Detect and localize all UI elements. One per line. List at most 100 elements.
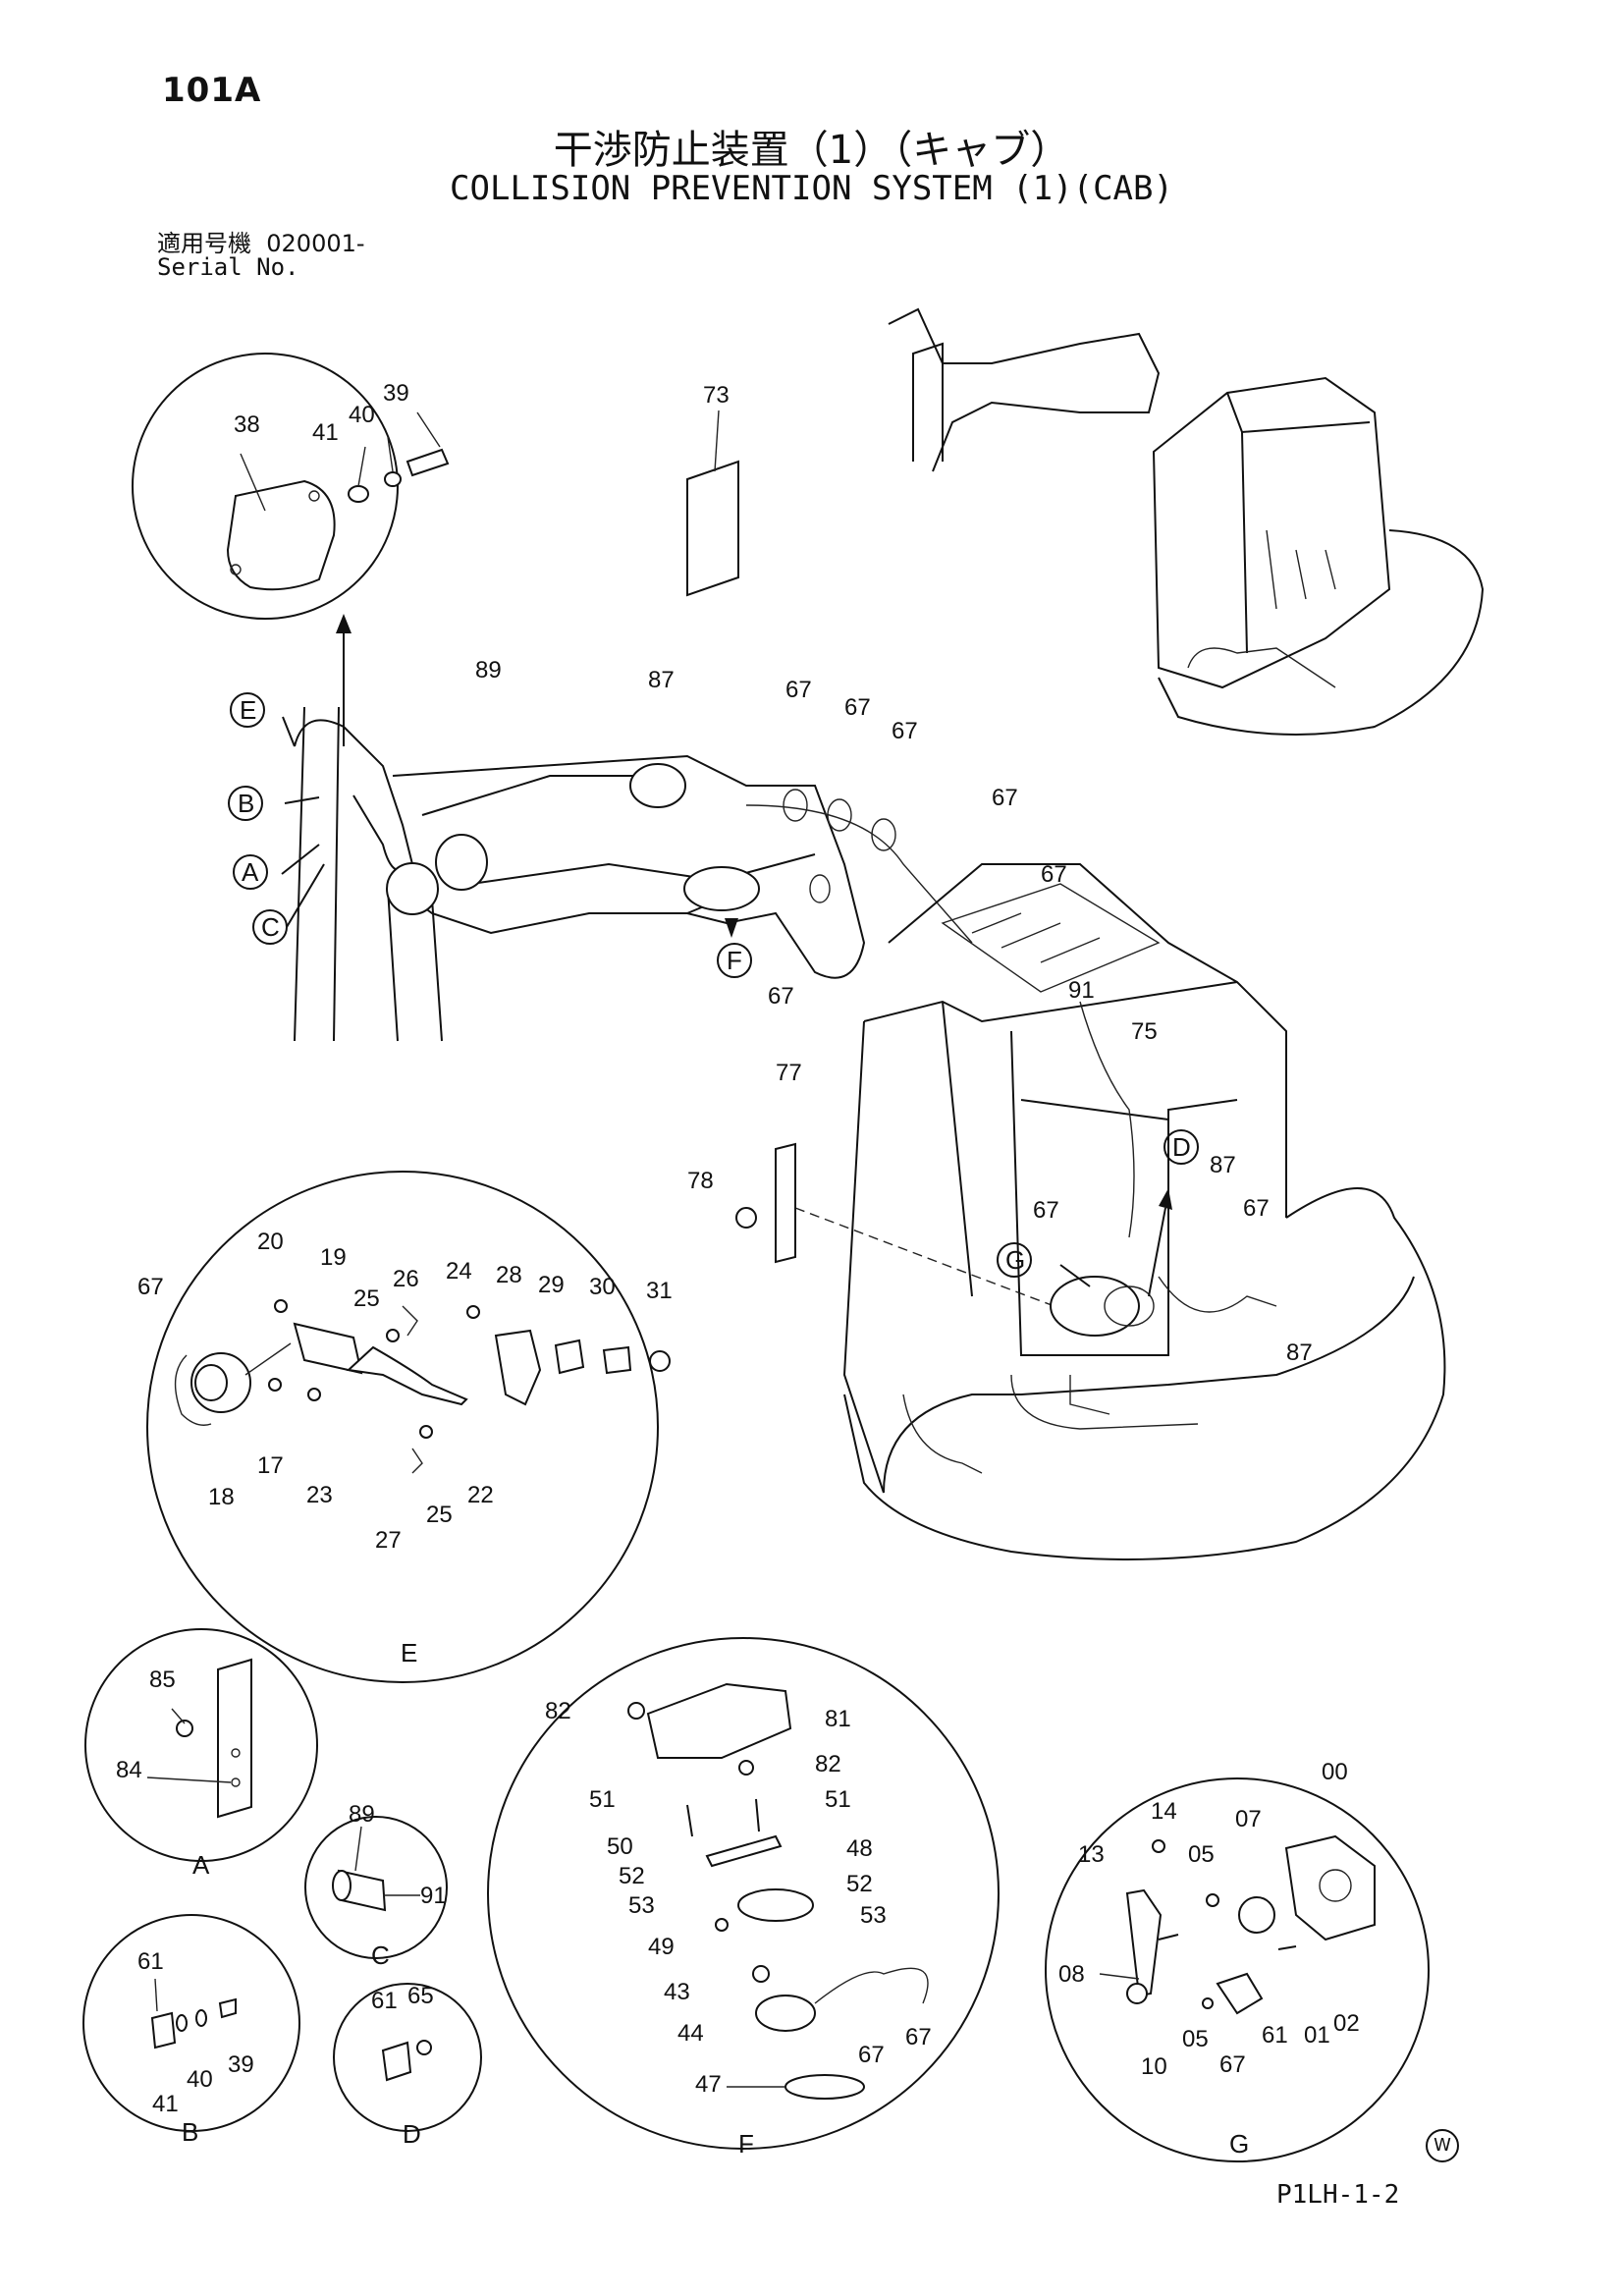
svg-text:20: 20: [257, 1229, 284, 1255]
svg-text:53: 53: [860, 1902, 887, 1929]
callout-91: 91: [1068, 977, 1095, 1004]
svg-text:28: 28: [496, 1262, 522, 1288]
view-G-circle: [1045, 1777, 1430, 2162]
callout-67: 67: [785, 677, 812, 703]
callout-87: 87: [1286, 1339, 1313, 1366]
view-label-E: E: [401, 1638, 417, 1667]
svg-text:13: 13: [1078, 1841, 1105, 1868]
svg-text:F: F: [727, 946, 742, 975]
serial-value: 020001-: [266, 230, 365, 257]
drawing-code: P1LH-1-2: [1276, 2180, 1400, 2210]
callout-87: 87: [648, 667, 675, 693]
callout-67: 67: [892, 718, 918, 744]
svg-text:B: B: [238, 789, 254, 818]
view-label-A: A: [192, 1850, 210, 1880]
svg-text:17: 17: [257, 1452, 284, 1479]
svg-text:50: 50: [607, 1833, 633, 1860]
svg-text:82: 82: [545, 1698, 571, 1724]
callout-78: 78: [687, 1168, 714, 1194]
svg-text:E: E: [240, 695, 256, 725]
callout-67: 67: [1041, 861, 1067, 888]
view-F-callouts: 82 81 82 51 51 50 48 52 52 53 53 49 43 4…: [545, 1698, 932, 2159]
svg-text:61: 61: [137, 1948, 164, 1975]
serial-label-jp: 適用号機: [157, 230, 251, 257]
callout-41: 41: [312, 419, 339, 446]
view-markers: E B A C F D G: [228, 692, 1199, 1278]
view-D-circle: 61 65 D: [333, 1983, 482, 2149]
view-label-C: C: [371, 1941, 390, 1970]
view-marker-A: A: [233, 854, 268, 890]
svg-text:91: 91: [420, 1883, 447, 1909]
svg-text:10: 10: [1141, 2053, 1167, 2080]
view-marker-C: C: [252, 909, 288, 945]
svg-text:85: 85: [149, 1667, 176, 1693]
svg-text:18: 18: [208, 1484, 235, 1510]
cover-plate: [226, 479, 336, 591]
view-E-circle: [146, 1171, 671, 1683]
callout-67: 67: [768, 983, 794, 1010]
top-detail-circle: [132, 353, 450, 746]
view-A-circle: 85 84 A: [84, 1628, 318, 1880]
svg-text:D: D: [1172, 1132, 1191, 1162]
svg-text:01: 01: [1304, 2022, 1330, 2049]
svg-text:47: 47: [695, 2071, 722, 2098]
svg-text:61: 61: [371, 1988, 398, 2014]
svg-text:C: C: [261, 912, 280, 942]
svg-text:41: 41: [152, 2091, 179, 2117]
callout-67: 67: [1033, 1197, 1059, 1224]
svg-text:25: 25: [426, 1502, 453, 1528]
view-label-F: F: [738, 2129, 754, 2159]
svg-text:00: 00: [1322, 1759, 1348, 1785]
view-B-circle: 61 41 40 39 B: [82, 1914, 300, 2147]
svg-text:19: 19: [320, 1244, 347, 1271]
svg-text:40: 40: [187, 2066, 213, 2093]
svg-text:24: 24: [446, 1258, 472, 1285]
callout-39: 39: [383, 380, 409, 407]
svg-text:44: 44: [677, 2020, 704, 2047]
machine-callouts: 38 41 40 39 73 89 87 67 67 67 67 67 67 9…: [234, 380, 1313, 1366]
svg-text:67: 67: [858, 2042, 885, 2068]
svg-text:02: 02: [1333, 2010, 1360, 2037]
svg-text:81: 81: [825, 1706, 851, 1732]
svg-text:89: 89: [349, 1801, 375, 1828]
serial-line: 適用号機 020001-: [157, 224, 365, 258]
svg-text:65: 65: [407, 1983, 434, 2009]
svg-text:51: 51: [825, 1786, 851, 1813]
view-F-circle: [487, 1637, 1000, 2150]
svg-text:14: 14: [1151, 1798, 1177, 1825]
view-marker-F: F: [717, 943, 752, 978]
callout-40: 40: [349, 402, 375, 428]
svg-text:05: 05: [1182, 2026, 1209, 2052]
w-mark: W: [1426, 2129, 1459, 2162]
svg-text:39: 39: [228, 2051, 254, 2078]
svg-text:67: 67: [1219, 2051, 1246, 2078]
svg-text:27: 27: [375, 1527, 402, 1554]
view-marker-B: B: [228, 786, 263, 821]
view-G-callouts: 00 14 07 13 05 08 05 61 01 02 10 67 G: [1058, 1759, 1360, 2159]
main-machine-view: [281, 706, 1446, 1560]
svg-text:49: 49: [648, 1934, 675, 1960]
svg-text:05: 05: [1188, 1841, 1215, 1868]
svg-text:30: 30: [589, 1274, 616, 1300]
svg-text:52: 52: [619, 1863, 645, 1889]
svg-text:82: 82: [815, 1751, 841, 1777]
title-english: COLLISION PREVENTION SYSTEM (1)(CAB): [450, 169, 1173, 208]
svg-text:43: 43: [664, 1979, 690, 2005]
svg-text:51: 51: [589, 1786, 616, 1813]
svg-text:G: G: [1005, 1245, 1025, 1275]
svg-text:25: 25: [353, 1285, 380, 1312]
callout-89: 89: [475, 657, 502, 683]
view-label-B: B: [182, 2117, 198, 2147]
callout-73: 73: [703, 382, 730, 409]
view-marker-G: G: [997, 1242, 1032, 1278]
mini-machine-view: [888, 307, 1485, 736]
view-label-G: G: [1229, 2129, 1249, 2159]
svg-text:67: 67: [137, 1274, 164, 1300]
page-code: 101A: [162, 71, 262, 110]
svg-text:31: 31: [646, 1278, 673, 1304]
svg-text:67: 67: [905, 2024, 932, 2050]
svg-text:23: 23: [306, 1482, 333, 1508]
view-marker-E: E: [230, 692, 265, 728]
callout-67: 67: [844, 694, 871, 721]
